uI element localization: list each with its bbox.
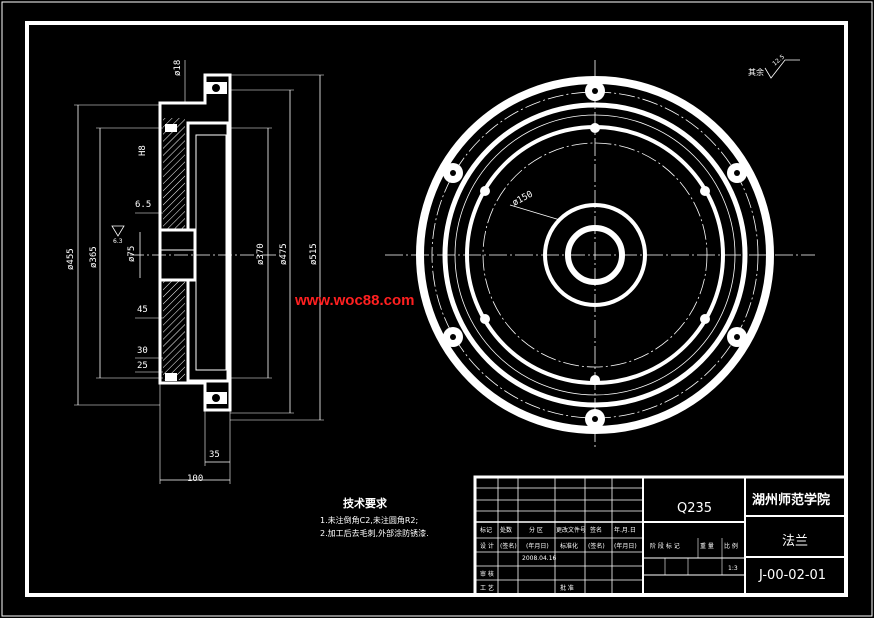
tb-date-2: (年月日): [614, 543, 637, 550]
material: Q235: [677, 501, 713, 516]
tb-date-1: (年月日): [526, 543, 549, 550]
dim-45: 45: [137, 305, 148, 315]
dim-d75: ø75: [127, 245, 137, 262]
tech-req-item-1: 1.未注倒角C2,未注圆角R2;: [320, 516, 419, 525]
tb-nianyueri: 年.月.日: [614, 527, 636, 534]
roughness-label: 其余: [748, 68, 764, 77]
dim-h8: H8: [138, 145, 148, 156]
watermark-text: www.woc88.com: [295, 292, 415, 309]
front-view: [385, 60, 815, 450]
dim-d475: ø475: [279, 243, 289, 265]
dim-100: 100: [187, 474, 204, 484]
tb-pizhun: 批 准: [560, 585, 574, 592]
dim-d365: ø365: [89, 246, 99, 268]
tb-jieduan: 阶 段 标 记: [650, 543, 680, 550]
dim-d515: ø515: [309, 243, 319, 265]
tb-fenqu: 分 区: [529, 527, 543, 534]
scale: 1:3: [728, 565, 738, 572]
tb-sign-1: (签名): [500, 543, 517, 550]
tb-biaoji: 标记: [480, 527, 493, 534]
title-block-lines: [473, 475, 848, 597]
surface-mark-6-3: 6.3: [113, 238, 123, 245]
tb-genggai: 更改文件号: [556, 527, 587, 534]
roughness-symbol: [764, 59, 800, 79]
dim-d455: ø455: [66, 248, 76, 270]
tb-qianming: 签名: [590, 527, 603, 534]
dim-6-5: 6.5: [135, 200, 152, 210]
dim-d18: ø18: [173, 59, 183, 76]
section-view: [74, 60, 324, 484]
school-name: 湖州师范学院: [752, 493, 831, 508]
tb-sheji: 设 计: [480, 543, 494, 550]
tb-shenhe: 审 核: [480, 571, 494, 578]
tb-bili: 比 例: [724, 543, 738, 550]
tb-gongyi: 工 艺: [480, 585, 494, 592]
part-name: 法兰: [782, 534, 809, 549]
dim-25: 25: [137, 361, 148, 371]
dim-d370: ø370: [256, 243, 266, 265]
tb-chushu: 处数: [500, 527, 513, 534]
tech-req-title: 技术要求: [343, 497, 387, 510]
tb-sign-2: (签名): [588, 543, 605, 550]
dim-30: 30: [137, 346, 148, 356]
tb-zhongliang: 重 量: [700, 543, 714, 550]
inner-frame: [25, 21, 848, 597]
drawing-number: J-00-02-01: [759, 568, 827, 583]
tb-biaozhunhua: 标准化: [560, 543, 579, 550]
tb-design-date: 2008.04.16: [522, 555, 557, 562]
dim-35: 35: [209, 450, 220, 460]
tech-req-item-2: 2.加工后去毛刺,外部涂防锈漆.: [320, 529, 429, 538]
